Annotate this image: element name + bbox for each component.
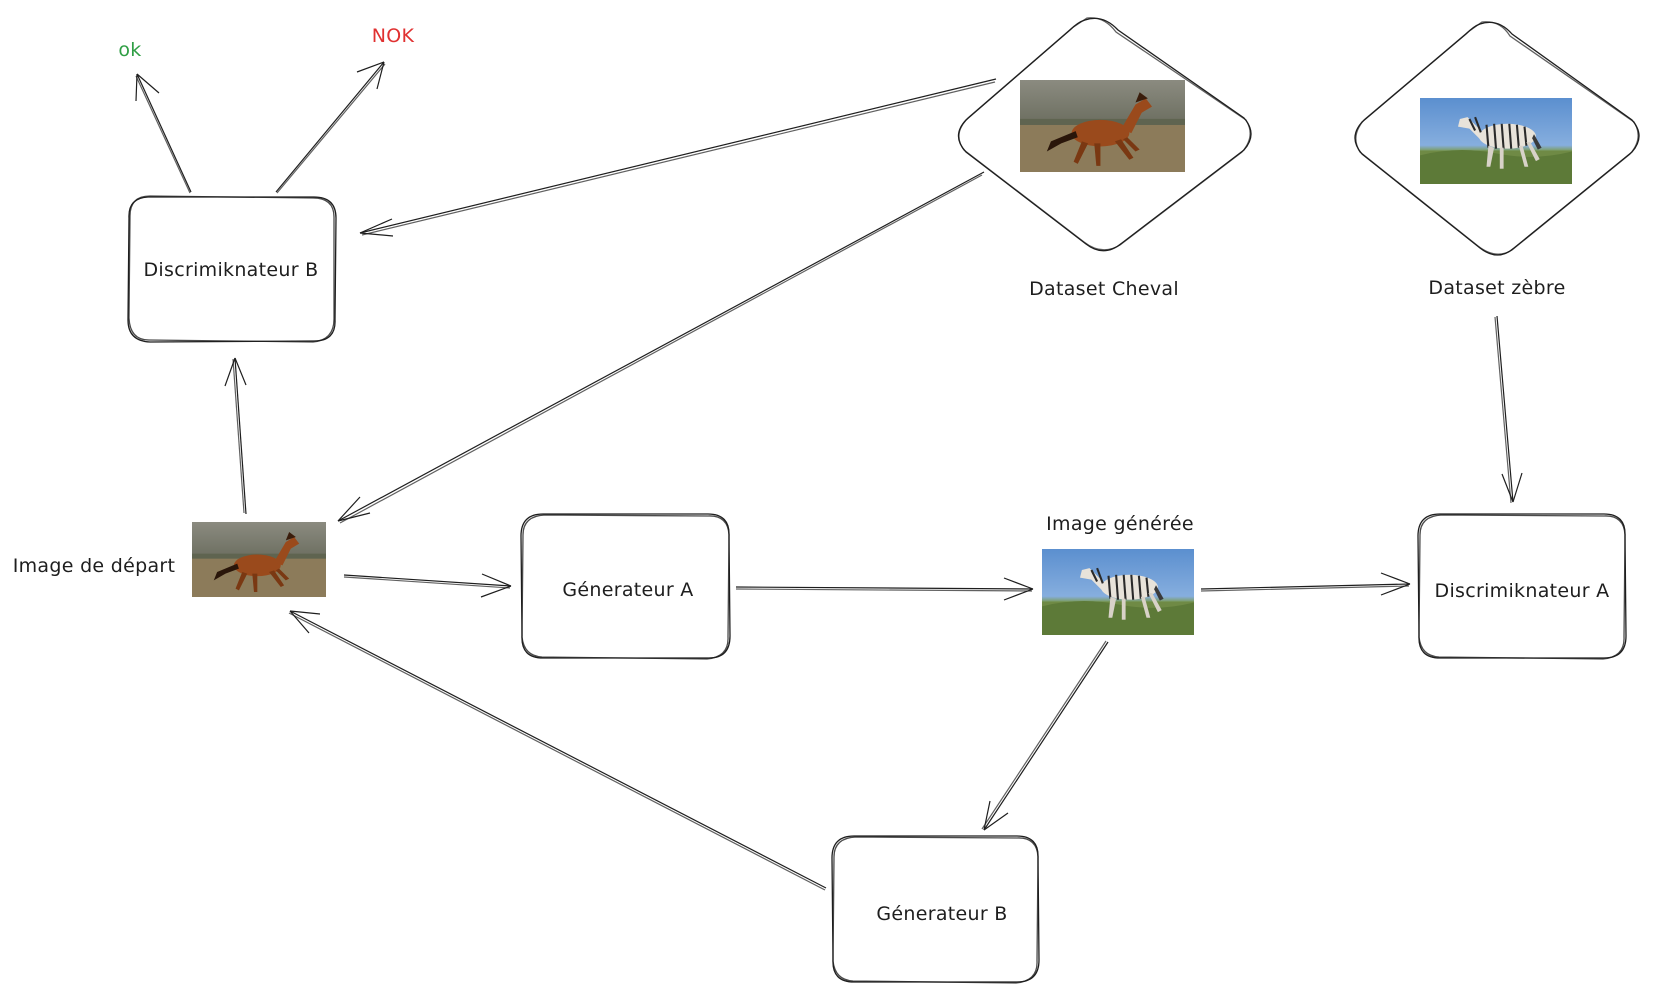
image-depart-label: Image de départ xyxy=(13,555,176,577)
dataset-cheval-label: Dataset Cheval xyxy=(1029,278,1179,300)
discriminateur-a-label: Discrimiknateur A xyxy=(1435,580,1610,602)
generateur-b-label: Génerateur B xyxy=(876,903,1007,925)
nok-label: NOK xyxy=(372,25,415,47)
arrow-discb-to-ok xyxy=(135,73,192,194)
dataset-zebre-label: Dataset zèbre xyxy=(1428,277,1565,299)
dataset-cheval-node[interactable]: Dataset Cheval xyxy=(957,17,1252,300)
zebra-dataset-image xyxy=(1420,98,1572,184)
image-generee-label: Image générée xyxy=(1046,513,1194,535)
arrow-dataset-zebre-to-disca xyxy=(1494,315,1523,504)
ok-label: ok xyxy=(118,39,141,61)
generateur-b-node[interactable]: Génerateur B xyxy=(831,835,1040,984)
generateur-a-label: Génerateur A xyxy=(562,579,693,601)
arrow-image-depart-to-discb xyxy=(224,357,247,515)
horse-dataset-image xyxy=(1020,80,1185,172)
arrow-image-depart-to-gena xyxy=(343,573,512,598)
horse-start-image xyxy=(192,522,326,597)
discriminateur-b-node[interactable]: Discrimiknateur B xyxy=(127,195,337,343)
arrow-discb-to-nok xyxy=(275,61,386,194)
image-depart-node[interactable]: Image de départ xyxy=(13,522,326,597)
discriminateur-a-node[interactable]: Discrimiknateur A xyxy=(1417,513,1627,660)
zebra-generated-image xyxy=(1042,549,1194,635)
dataset-zebre-node[interactable]: Dataset zèbre xyxy=(1354,21,1640,299)
discriminateur-b-label: Discrimiknateur B xyxy=(144,259,319,281)
arrow-genb-to-image-depart xyxy=(288,610,827,891)
arrow-image-generee-to-genb xyxy=(981,640,1109,831)
arrow-dataset-cheval-to-discb xyxy=(359,78,997,237)
arrow-dataset-cheval-to-image-depart xyxy=(337,171,985,524)
arrow-image-generee-to-disca xyxy=(1200,572,1411,596)
arrow-gena-to-image-generee xyxy=(735,577,1034,601)
image-generee-node[interactable]: Image générée xyxy=(1042,513,1194,635)
generateur-a-node[interactable]: Génerateur A xyxy=(520,513,731,660)
